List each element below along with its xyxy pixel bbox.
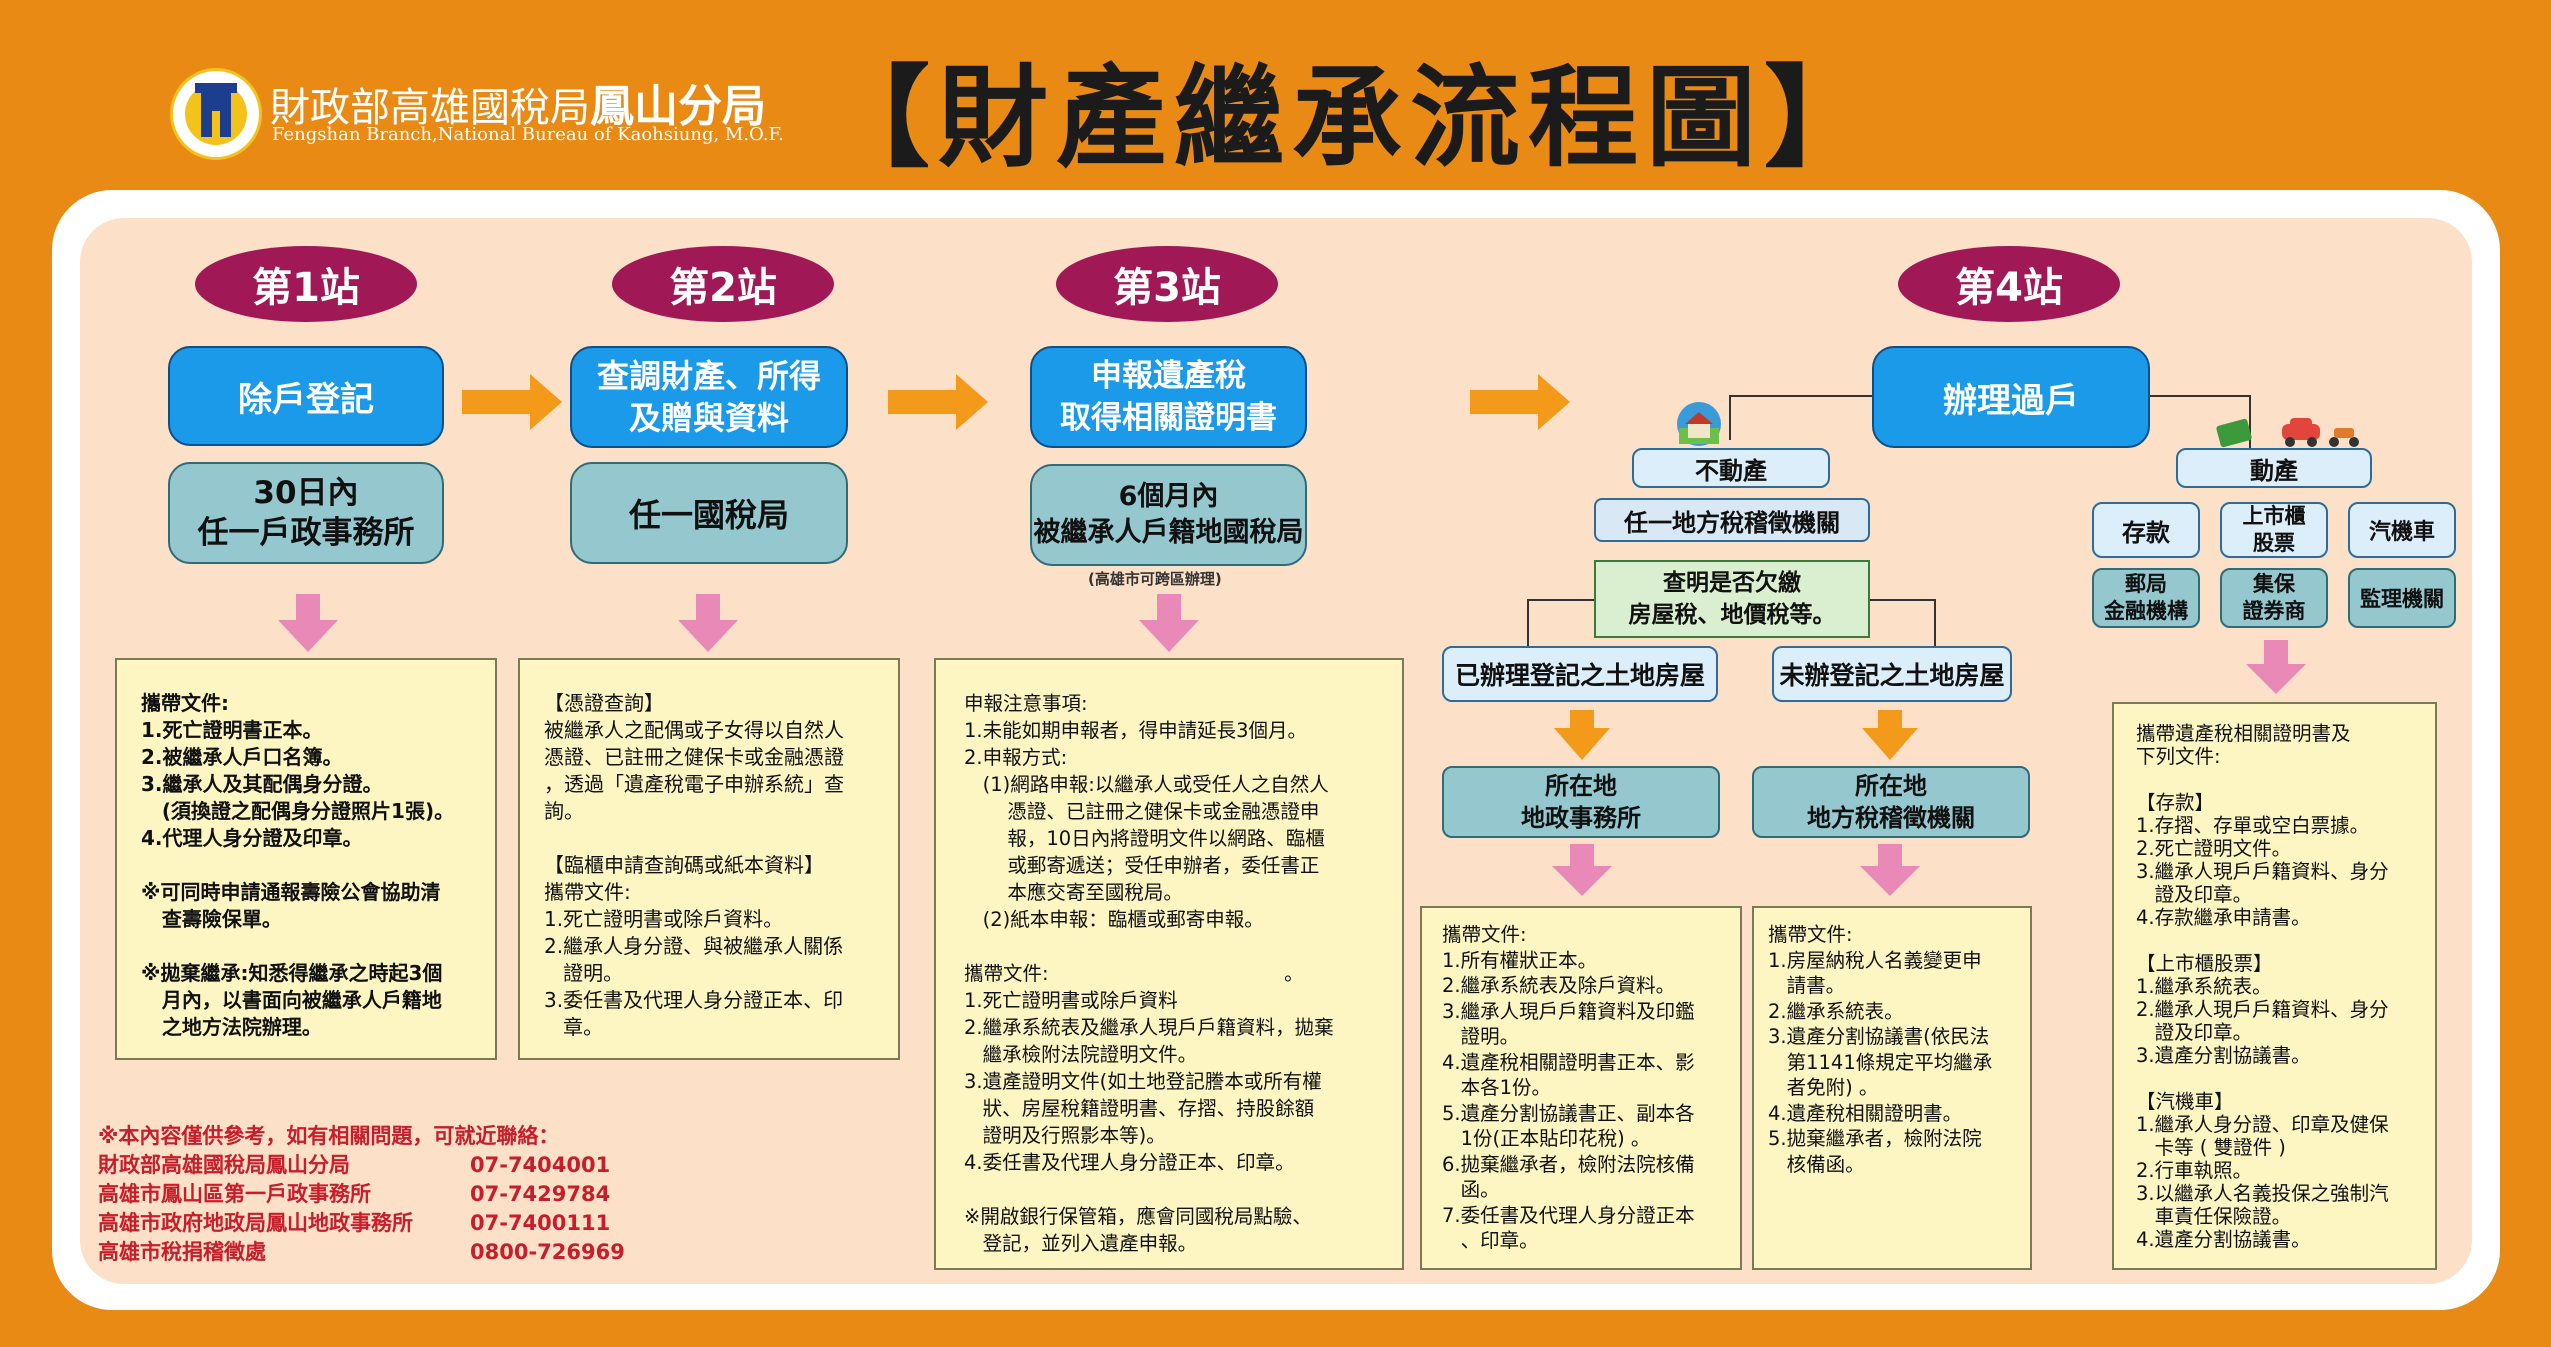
real-estate-label: 不動產 [1632,448,1830,488]
listed-stock-label: 上市櫃 股票 [2220,502,2328,558]
org-name: 財政部高雄國稅局鳳山分局 [270,81,766,132]
post-bank-label: 郵局 金融機構 [2092,568,2200,628]
contact-row: 高雄市鳳山區第一戶政事務所 07-7429784 [98,1182,611,1206]
deposit-label: 存款 [2092,502,2200,558]
unregistered-property-label: 未辦登記之土地房屋 [1772,646,2012,702]
station-1-documents: 攜帶文件: 1.死亡證明書正本。 2.被繼承人戶口名簿。 3.繼承人及其配偶身分… [115,658,497,1060]
movable-property-documents: 攜帶遺產稅相關證明書及 下列文件: 【存款】 1.存摺、存單或空白票據。 2.死… [2112,702,2437,1270]
land-office-box: 所在地 地政事務所 [1442,766,1720,838]
money-car-scooter-icon [2216,418,2359,448]
station-2-location: 任一國稅局 [570,462,848,564]
real-estate-office: 任一地方稅稽徵機關 [1594,498,1870,542]
station-4-badge: 第4站 [1898,246,2120,322]
arrow-down-icon [1554,710,1610,760]
unregistered-property-documents: 攜帶文件: 1.房屋納稅人名義變更申 請書。 2.繼承系統表。 3.遺產分割協議… [1752,906,2032,1270]
arrow-down-icon [678,594,738,652]
local-tax-office-box: 所在地 地方稅稽徵機關 [1752,766,2030,838]
arrow-down-icon [2246,640,2306,694]
station-3-documents: 申報注意事項: 1.未能如期申報者，得申請延長3個月。 2.申報方式: (1)網… [934,658,1404,1270]
contact-intro: ※本內容僅供參考，如有相關問題，可就近聯絡： [98,1124,560,1148]
vehicle-label: 汽機車 [2348,502,2456,558]
contact-info: ※本內容僅供參考，如有相關問題，可就近聯絡： 財政部高雄國稅局鳳山分局 07-7… [98,1122,625,1267]
page-title: 【財產繼承流程圖】 [820,53,1882,182]
station-2-documents: 【憑證查詢】 被繼承人之配偶或子女得以自然人 憑證、已註冊之健保卡或金融憑證 ，… [518,658,900,1060]
registered-property-documents: 攜帶文件: 1.所有權狀正本。 2.繼承系統表及除戶資料。 3.繼承人現戶戶籍資… [1420,906,1742,1270]
contact-row: 高雄市政府地政局鳳山地政事務所 07-7400111 [98,1211,611,1235]
arrow-down-icon [278,594,338,652]
securities-firm-label: 集保 證券商 [2220,568,2328,628]
movable-property-label: 動產 [2176,448,2372,488]
house-icon [1677,402,1721,446]
contact-row: 高雄市稅捐稽徵處 0800-726969 [98,1240,625,1264]
station-1-step: 除戶登記 [168,346,444,446]
station-3-step: 申報遺產稅 取得相關證明書 [1030,346,1307,448]
station-2-step: 查調財產、所得 及贈與資料 [570,346,848,448]
tax-check-box: 查明是否欠繳 房屋稅、地價稅等。 [1594,560,1870,638]
arrow-down-icon [1860,844,1920,896]
building-icon [195,83,237,137]
arrow-down-icon [1139,594,1199,652]
arrow-right-icon [1470,374,1570,430]
contact-row: 財政部高雄國稅局鳳山分局 07-7404001 [98,1153,611,1177]
station-3-location: 6個月內 被繼承人戶籍地國稅局 [1030,464,1307,566]
org-name-english: Fengshan Branch,National Bureau of Kaohs… [272,124,784,145]
station-2-badge: 第2站 [612,246,834,322]
registered-property-label: 已辦理登記之土地房屋 [1442,646,1718,702]
arrow-right-icon [888,374,988,430]
station-3-badge: 第3站 [1056,246,1278,322]
station-3-note: (高雄市可跨區辦理) [1088,570,1222,588]
arrow-right-icon [462,374,562,430]
arrow-down-icon [1862,710,1918,760]
bureau-logo [170,68,262,160]
station-1-badge: 第1站 [195,246,417,322]
station-4-step: 辦理過戶 [1872,346,2150,448]
station-1-location: 30日內 任一戶政事務所 [168,462,444,564]
motor-vehicle-office-label: 監理機關 [2348,568,2456,628]
arrow-down-icon [1552,844,1612,896]
